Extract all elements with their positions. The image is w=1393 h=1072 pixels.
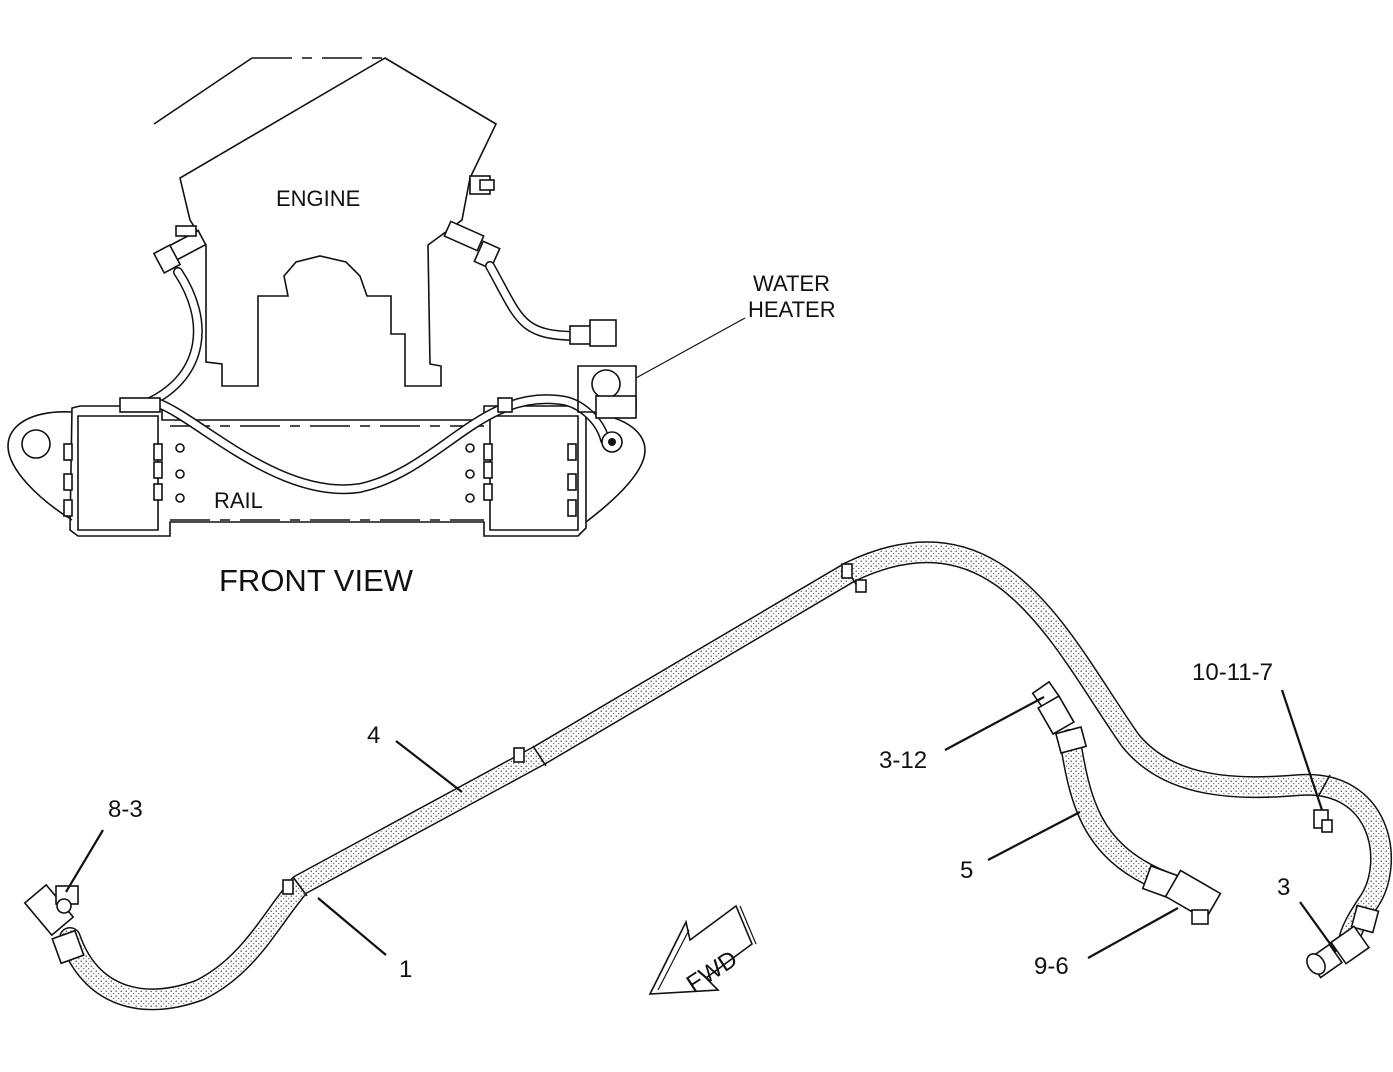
engine-label: ENGINE [276, 186, 360, 211]
rail-bolts-right [465, 443, 577, 517]
callout-4: 4 [367, 722, 380, 749]
callout-9-6: 9-6 [1034, 953, 1069, 980]
fitting-elbow-right [1141, 864, 1222, 925]
callout-10-11-7: 10-11-7 [1192, 659, 1273, 686]
hose-assembly: FWD 8-3 4 1 3-12 5 9-6 10-11-7 3 [23, 541, 1392, 1011]
fitting-end-right [1306, 904, 1380, 979]
fitting-elbow-left [23, 883, 85, 965]
engine-outline [153, 57, 498, 387]
front-view-hoses [119, 261, 610, 495]
callout-1: 1 [399, 956, 412, 983]
short-hose [1059, 729, 1171, 891]
rail-bolts-left [63, 443, 185, 517]
callout-leaders [65, 689, 1337, 959]
rail-label: RAIL [214, 488, 263, 513]
rail-frame [7, 405, 646, 537]
hose-clips [282, 563, 1333, 895]
water-heater-label-line1: WATER [753, 271, 830, 296]
callout-8-3: 8-3 [108, 796, 143, 823]
front-view-drawing: ENGINE RAIL WATER HEATER FRONT VIEW [7, 57, 836, 598]
callout-3: 3 [1277, 874, 1290, 901]
main-hose [59, 541, 1392, 1011]
water-heater-label-line2: HEATER [748, 297, 836, 322]
water-heater-leader [635, 317, 746, 379]
water-heater [569, 319, 637, 453]
callout-3-12: 3-12 [879, 747, 927, 774]
engine-fittings [152, 175, 501, 275]
callout-5: 5 [960, 857, 973, 884]
hose-bands [292, 563, 1331, 897]
fitting-straight-top [1031, 680, 1088, 755]
fwd-arrow: FWD [648, 904, 757, 998]
front-view-title: FRONT VIEW [219, 563, 414, 598]
